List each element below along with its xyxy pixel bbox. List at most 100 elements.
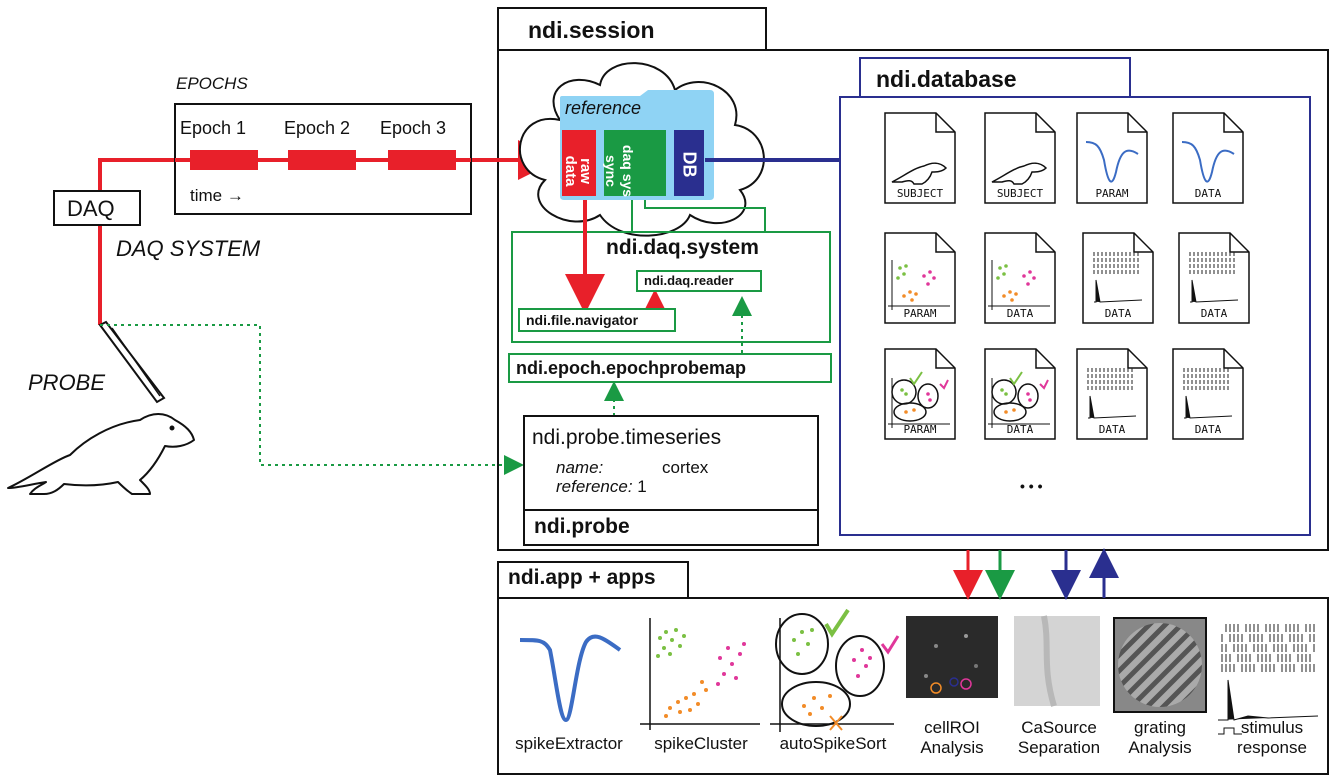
app-caption-line: CaSource [1021, 718, 1097, 737]
document-data[interactable]: DATA [984, 348, 1056, 440]
ferret-icon [884, 112, 956, 204]
document-label: DATA [1200, 307, 1228, 320]
document-label: SUBJECT [996, 187, 1044, 200]
document-label: DATA [1006, 307, 1034, 320]
ferret-icon [984, 112, 1056, 204]
epoch-label-3: Epoch 3 [380, 118, 447, 138]
daq-label: DAQ [67, 196, 115, 221]
document-label: PARAM [903, 423, 937, 436]
probe-class-title: ndi.probe [534, 515, 630, 538]
app-caption-2[interactable]: autoSpikeSort [768, 734, 898, 754]
ferret-drawing [7, 413, 195, 495]
cluster-scatter-icon [984, 232, 1056, 324]
epochprobemap-box: ndi.epoch.epochprobemap [508, 353, 832, 383]
document-label: PARAM [903, 307, 937, 320]
name-value: cortex [662, 458, 709, 477]
app-sorted-clusters [770, 608, 900, 732]
db-block: DB [674, 130, 704, 196]
app-caption-line: Separation [1017, 738, 1101, 757]
name-key: name: [556, 458, 604, 477]
cluster-scatter-icon [884, 232, 956, 324]
raster-icon [1172, 348, 1244, 440]
document-data[interactable]: DATA [1076, 348, 1148, 440]
document-data[interactable]: DATA [984, 232, 1056, 324]
app-caption-line: grating [1134, 718, 1186, 737]
document-label: DATA [1194, 187, 1222, 200]
document-subject[interactable]: SUBJECT [884, 112, 956, 204]
document-label: PARAM [1095, 187, 1129, 200]
document-label: SUBJECT [896, 187, 944, 200]
epoch-label-2: Epoch 2 [284, 118, 351, 138]
app-caption-line: cellROI [924, 718, 980, 737]
database-title: ndi.database [876, 66, 1017, 92]
database-box [839, 96, 1311, 536]
spike-waveform-icon [1172, 112, 1244, 204]
epoch-label-1: Epoch 1 [180, 118, 247, 138]
db-label: DB [679, 151, 700, 178]
epoch-bar-2 [288, 150, 356, 170]
app-title: ndi.app + apps [508, 566, 656, 589]
document-label: DATA [1194, 423, 1222, 436]
spike-waveform-icon [1076, 112, 1148, 204]
app-tab [497, 561, 689, 598]
probe-link-dotted [100, 324, 524, 475]
probe-timeseries-title: ndi.probe.timeseries [532, 426, 722, 449]
document-param[interactable]: PARAM [884, 232, 956, 324]
app-raster [1218, 624, 1319, 735]
app-caption-1[interactable]: spikeCluster [636, 734, 766, 754]
app-cluster-scatter [640, 618, 760, 730]
document-label: DATA [1006, 423, 1034, 436]
sorted-clusters-icon [884, 348, 956, 440]
app-caption-line: stimulus [1240, 718, 1304, 737]
app-spike-waveform [519, 634, 622, 723]
app-vessel-image [1014, 615, 1100, 707]
app-caption-line: Analysis [1128, 738, 1192, 757]
daq-reader-box: ndi.daq.reader [636, 270, 762, 292]
app-cell-image [906, 616, 998, 698]
app-caption-line: autoSpikeSort [779, 734, 887, 753]
document-param[interactable]: PARAM [884, 348, 956, 440]
sorted-clusters-icon [984, 348, 1056, 440]
epochs-title: EPOCHS [176, 74, 248, 93]
app-caption-line: spikeCluster [654, 734, 748, 753]
daq-system-title: DAQ SYSTEM [116, 236, 261, 261]
epoch-bar-1 [190, 150, 258, 170]
daq-system-box [511, 231, 831, 343]
document-subject[interactable]: SUBJECT [984, 112, 1056, 204]
probe-electrode [98, 320, 166, 404]
app-caption-0[interactable]: spikeExtractor [504, 734, 634, 754]
time-axis-label: time → [190, 186, 244, 205]
daq-system-class-title: ndi.daq.system [606, 236, 759, 259]
document-label: DATA [1098, 423, 1126, 436]
document-data[interactable]: DATA [1172, 112, 1244, 204]
probe-title: PROBE [28, 370, 106, 395]
document-param[interactable]: PARAM [1076, 112, 1148, 204]
probe-timeseries-box [523, 415, 819, 511]
document-data[interactable]: DATA [1082, 232, 1154, 324]
raster-icon [1082, 232, 1154, 324]
app-grating [1113, 617, 1207, 713]
app-caption-line: spikeExtractor [515, 734, 623, 753]
database-tab [859, 57, 1131, 97]
more-documents-ellipsis: • • • [1020, 478, 1043, 494]
app-caption-line: response [1237, 738, 1307, 757]
probe-box [523, 509, 819, 546]
app-box [497, 597, 1329, 775]
session-tab [497, 7, 767, 50]
app-caption-line: Analysis [920, 738, 984, 757]
epoch-bar-3 [388, 150, 456, 170]
reference-label: reference [565, 98, 642, 118]
raster-icon [1178, 232, 1250, 324]
document-label: DATA [1104, 307, 1132, 320]
document-data[interactable]: DATA [1172, 348, 1244, 440]
document-data[interactable]: DATA [1178, 232, 1250, 324]
